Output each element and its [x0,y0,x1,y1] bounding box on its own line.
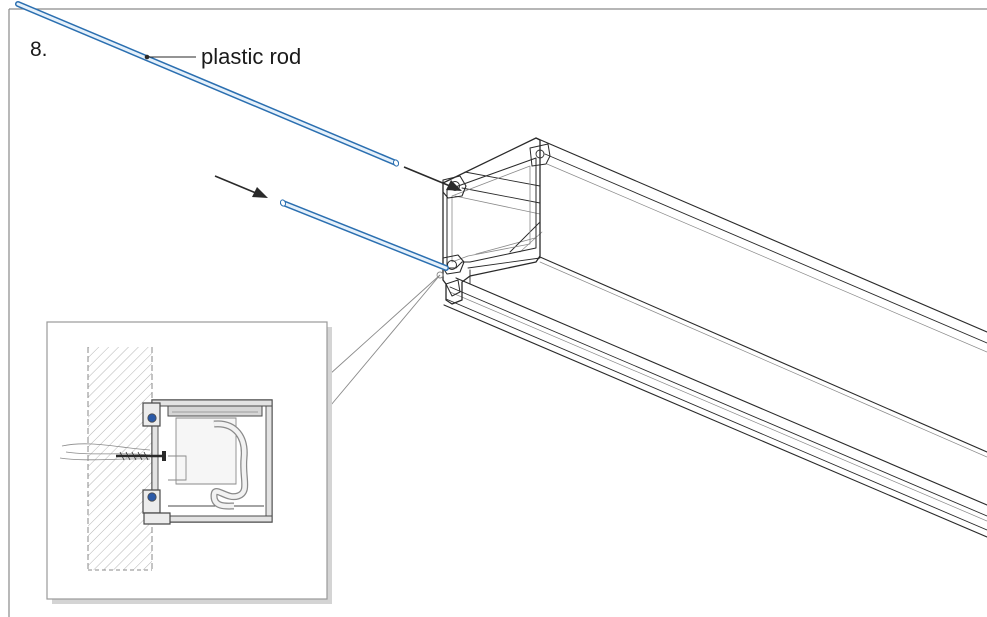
cables [59,443,151,461]
step-number: 8. [30,38,48,61]
arrow-upper [403,166,462,191]
detail-callout-cone [329,271,444,406]
arrow-lower [214,175,268,198]
insertion-arrows [214,166,462,198]
plastic-rods [15,1,449,271]
detail-inset [46,321,332,604]
label-leader [144,54,196,60]
page-frame [8,8,987,617]
profile-cross-section [116,399,273,525]
plastic-rod-label: plastic rod [201,44,302,69]
aluminium-profile [442,137,987,538]
screw [116,451,166,461]
